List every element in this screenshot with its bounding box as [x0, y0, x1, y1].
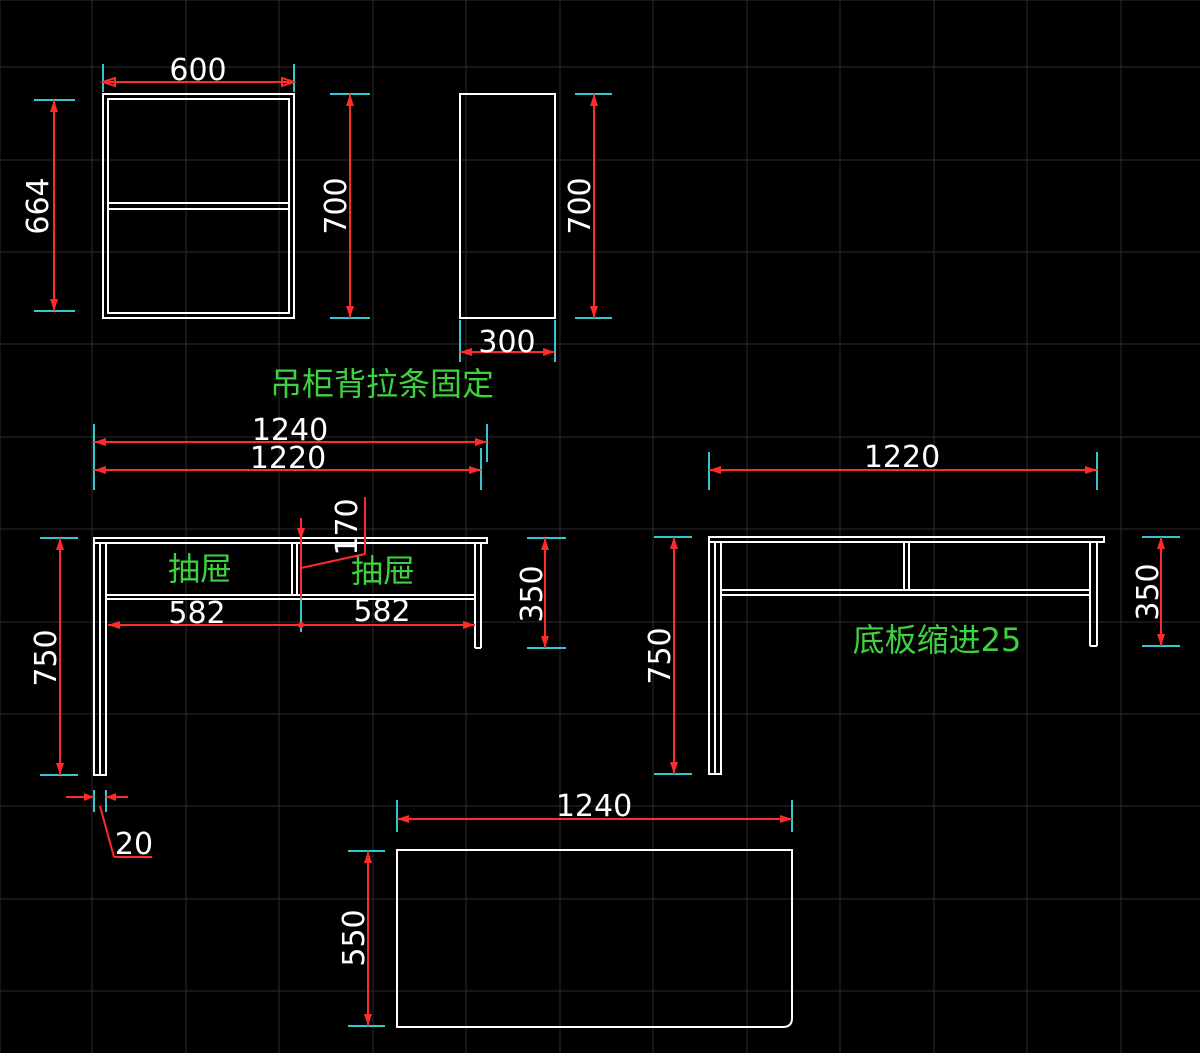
- wall-cabinet-side-view: [459, 93, 556, 319]
- desk-top-plan-view: [396, 849, 793, 1028]
- dim-wall-cabinet-side-height: 700: [563, 93, 612, 319]
- dim-top-plan-depth: 550: [337, 850, 385, 1027]
- dim-wall-cabinet-inner-height: 664: [21, 99, 75, 312]
- wall-cabinet-outer-frame: [102, 93, 295, 319]
- wall-cabinet-front-view: [102, 93, 295, 319]
- dim-text-1220-a: 1220: [250, 441, 326, 476]
- dim-desk-body-length: 1220: [94, 441, 482, 490]
- dim-wall-cabinet-depth: 300: [459, 320, 556, 362]
- dim-text-1240-a: 1240: [252, 413, 328, 448]
- dim-back-view-height: 750: [643, 536, 692, 775]
- dim-text-1220-b: 1220: [864, 440, 940, 475]
- dim-text-600: 600: [169, 53, 226, 88]
- bottom-panel-note: 底板缩进25: [853, 621, 1022, 659]
- dim-text-750-a: 750: [29, 629, 64, 686]
- dim-text-700-b: 700: [563, 177, 598, 234]
- wall-cabinet-inner-frame: [107, 98, 290, 314]
- dim-back-view-length: 1220: [708, 440, 1098, 490]
- dim-leg-thickness: 20: [66, 790, 153, 862]
- dim-text-550: 550: [337, 909, 372, 966]
- drawer-label-left: 抽屉: [168, 550, 232, 588]
- desk-front-view: [93, 537, 488, 776]
- dim-text-20: 20: [115, 827, 153, 862]
- dim-top-plan-length: 1240: [396, 789, 793, 832]
- drawer-label-right: 抽屉: [351, 552, 415, 590]
- dim-back-view-apron-height: 350: [1131, 536, 1180, 647]
- dim-desk-height: 750: [29, 537, 78, 776]
- top-plan-outline: [396, 849, 793, 1028]
- dim-text-170: 170: [330, 498, 365, 555]
- dim-text-300: 300: [478, 325, 535, 360]
- dim-wall-cabinet-height: 700: [319, 93, 370, 319]
- dim-wall-cabinet-width: 600: [99, 53, 298, 92]
- dim-text-350-b: 350: [1131, 563, 1166, 620]
- desk-top-panel: [93, 537, 488, 544]
- dim-text-350-a: 350: [515, 565, 550, 622]
- dim-text-700-a: 700: [319, 177, 354, 234]
- wall-cabinet-note: 吊柜背拉条固定: [270, 365, 494, 403]
- dim-drawer-height: 170: [297, 497, 366, 600]
- dim-text-1240-b: 1240: [556, 789, 632, 824]
- dim-text-750-b: 750: [643, 627, 678, 684]
- dim-drawer-widths: 582 582: [108, 594, 475, 632]
- dim-text-664: 664: [21, 177, 56, 234]
- dim-text-582-left: 582: [168, 596, 225, 631]
- desk-back-view: [708, 536, 1105, 775]
- wall-cabinet-side-outline: [459, 93, 556, 319]
- back-view-top-panel: [708, 536, 1105, 543]
- dim-desk-apron-height: 350: [515, 537, 566, 649]
- dim-text-582-right: 582: [353, 594, 410, 629]
- dim-desk-top-length: 1240: [93, 413, 488, 490]
